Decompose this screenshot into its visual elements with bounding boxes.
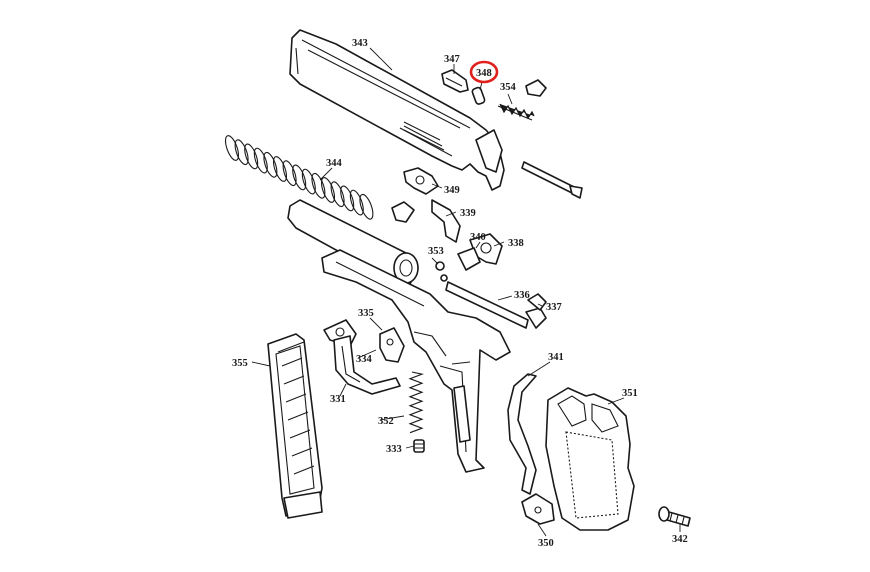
spring-coil: [359, 193, 374, 220]
part-334: [379, 327, 405, 363]
callout-349: 349: [444, 185, 460, 196]
spring-coil: [320, 177, 336, 203]
callout-336: 336: [514, 290, 530, 301]
callout-354: 354: [500, 82, 517, 93]
spring-coil: [340, 185, 355, 212]
callout-335: 335: [358, 308, 374, 319]
part-341: [507, 373, 537, 495]
part-hammer: [457, 233, 503, 271]
highlight-ring: [469, 60, 499, 84]
leader-lines: [251, 47, 681, 537]
part-353: [435, 261, 448, 282]
spring-coil: [253, 147, 268, 174]
callout-labels: 343 347 348 354 344 349 339 340 338 353 …: [232, 38, 688, 549]
part-frame: [321, 249, 511, 473]
part-firing-pin: [521, 161, 583, 199]
part-extractor-plunger: [471, 86, 486, 105]
callout-351: 351: [622, 388, 638, 399]
callout-338: 338: [508, 238, 524, 249]
callout-333: 333: [386, 444, 402, 455]
part-extractor: [441, 69, 469, 93]
spring-coil: [234, 139, 249, 166]
callout-342: 342: [672, 534, 688, 545]
callout-340: 340: [470, 232, 486, 243]
part-350: [521, 493, 555, 525]
callout-339: 339: [460, 208, 476, 219]
part-342: [658, 506, 691, 527]
part-336: [445, 281, 547, 329]
callout-344: 344: [326, 158, 343, 169]
spring-coil: [292, 164, 307, 191]
part-349: [403, 167, 439, 195]
callout-331: 331: [330, 394, 346, 405]
callout-334: 334: [356, 354, 373, 365]
callout-341: 341: [548, 352, 564, 363]
part-grip-panel: [545, 387, 635, 531]
callout-352: 352: [378, 416, 394, 427]
part-magazine: [267, 333, 323, 519]
part-trigger: [333, 335, 401, 395]
spring-coil: [349, 189, 364, 216]
part-352: [408, 371, 424, 434]
callout-355: 355: [232, 358, 248, 369]
spring-coil: [244, 143, 259, 170]
part-333: [413, 439, 425, 453]
part-337: [527, 293, 547, 311]
spring-coil: [301, 168, 316, 195]
spring-coil: [282, 160, 297, 187]
callout-348: 348: [476, 68, 492, 79]
part-rear-sight: [525, 79, 547, 97]
callout-350: 350: [538, 538, 554, 549]
callout-337: 337: [546, 302, 562, 313]
part-recoil-spring: [224, 135, 374, 220]
part-slide: [289, 29, 505, 191]
callout-353: 353: [428, 246, 444, 257]
callout-347: 347: [444, 54, 460, 65]
part-339: [391, 199, 461, 243]
spring-coil: [263, 151, 278, 178]
spring-coil: [311, 172, 326, 199]
spring-coil: [224, 135, 240, 161]
callout-343: 343: [352, 38, 368, 49]
spring-coil: [330, 181, 345, 208]
part-extractor-spring: [497, 103, 535, 121]
spring-coil: [272, 156, 288, 182]
mainspring-coil: [408, 371, 424, 434]
